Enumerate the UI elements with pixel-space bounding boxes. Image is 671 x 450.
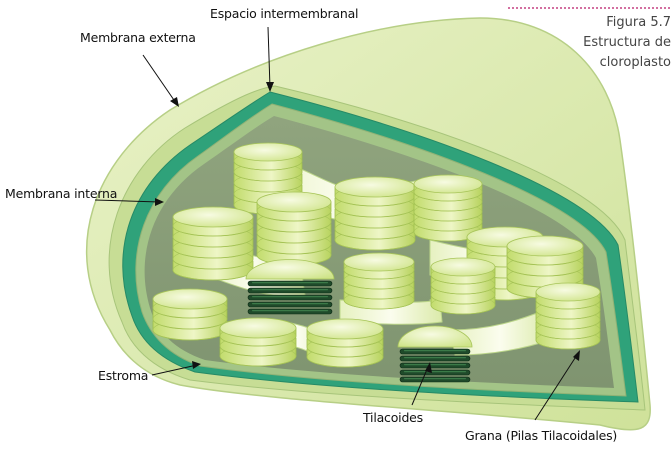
thylakoid-lumen-highlight	[252, 303, 328, 304]
thylakoid-top	[153, 289, 227, 309]
thylakoid-lumen-highlight	[404, 378, 466, 379]
thylakoid-top	[220, 318, 296, 338]
label-estroma: Estroma	[98, 368, 148, 383]
granum-stack	[307, 319, 383, 367]
granum-stack	[173, 207, 253, 280]
thylakoid-top	[414, 175, 482, 193]
granum-stack	[344, 253, 414, 309]
thylakoid-lumen-layer	[400, 356, 470, 361]
granum-stack	[257, 192, 331, 265]
thylakoid-top	[173, 207, 253, 227]
thylakoid-top	[507, 236, 583, 256]
thylakoid-top	[307, 319, 383, 339]
caption-rule	[508, 7, 671, 9]
thylakoid-lumen-highlight	[404, 364, 466, 365]
thylakoid-lumen-highlight	[404, 357, 466, 358]
thylakoid-lumen-highlight	[252, 282, 328, 283]
label-tilacoides: Tilacoides	[363, 410, 423, 425]
granum-stack	[536, 283, 600, 349]
thylakoid-lumen-highlight	[252, 310, 328, 311]
thylakoid-lumen-layer	[248, 295, 332, 300]
cut-granum	[398, 326, 472, 382]
thylakoid-lumen-layer	[400, 349, 470, 354]
granum-stack	[220, 318, 296, 366]
granum-stack	[431, 258, 495, 314]
thylakoid-lumen-highlight	[252, 289, 328, 290]
granum-stack	[414, 175, 482, 241]
granum-stack	[153, 289, 227, 340]
thylakoid-lumen-layer	[400, 363, 470, 368]
label-membrana-interna: Membrana interna	[5, 186, 117, 201]
granum-stack	[335, 177, 415, 250]
thylakoid-top	[431, 258, 495, 276]
thylakoid-top	[536, 283, 600, 301]
figure-number: Figura 5.7	[583, 13, 671, 33]
thylakoid-lumen-layer	[400, 370, 470, 375]
thylakoid-lumen-layer	[248, 309, 332, 314]
leader-externa	[143, 55, 176, 103]
thylakoid-top	[344, 253, 414, 271]
thylakoid-lumen-highlight	[404, 350, 466, 351]
figure-caption: Figura 5.7 Estructura de cloroplasto	[583, 13, 671, 73]
label-membrana-externa: Membrana externa	[80, 30, 196, 45]
thylakoid-lumen-highlight	[404, 371, 466, 372]
thylakoid-lumen-layer	[400, 377, 470, 382]
arrowhead-externa	[170, 97, 179, 107]
thylakoid-lumen-layer	[248, 288, 332, 293]
thylakoid-lumen-layer	[248, 281, 332, 286]
label-espacio-intermembranal: Espacio intermembranal	[210, 6, 358, 21]
thylakoid-top	[335, 177, 415, 197]
thylakoid-top	[257, 192, 331, 212]
thylakoid-lumen-highlight	[252, 296, 328, 297]
thylakoid-top	[234, 143, 302, 161]
thylakoid-lumen-layer	[248, 302, 332, 307]
label-grana: Grana (Pilas Tilacoidales)	[465, 428, 617, 443]
figure-title-line1: Estructura de	[583, 33, 671, 53]
figure-title-line2: cloroplasto	[583, 53, 671, 73]
